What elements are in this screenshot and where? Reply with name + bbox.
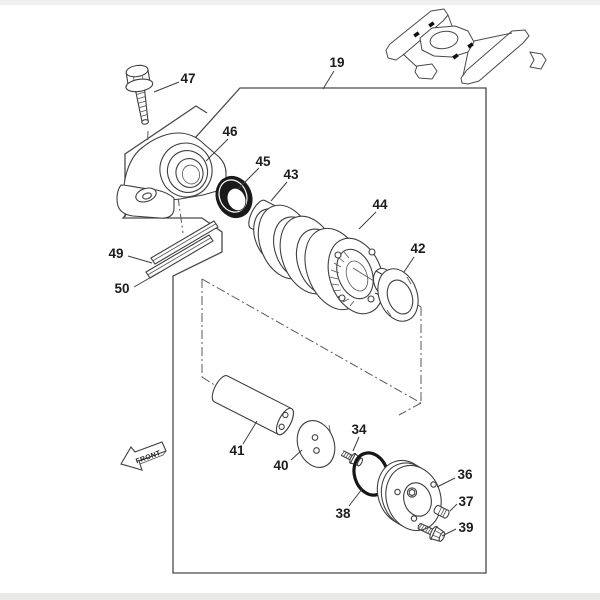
part-roller-shaft: [211, 375, 294, 436]
part-support-bracket: [116, 132, 227, 219]
machine-thumbnail: [385, 8, 547, 85]
part-cap-bolt: [417, 522, 446, 542]
callout-38: 38: [335, 506, 351, 521]
roller-face-holes: [334, 248, 376, 303]
callout-19: 19: [329, 55, 344, 70]
callout-41: 41: [229, 443, 245, 458]
front-direction-arrow: FRONT: [120, 441, 167, 471]
part-upper-shim: [150, 220, 219, 265]
part-lower-shim: [145, 234, 214, 279]
callout-50: 50: [114, 281, 129, 296]
callout-45: 45: [255, 154, 271, 169]
callout-43: 43: [283, 167, 299, 182]
part-small-bolt: [340, 450, 364, 467]
callout-40: 40: [273, 458, 288, 473]
part-end-cap: [376, 459, 442, 532]
leader-lines: [127, 70, 458, 537]
part-plug: [433, 504, 450, 519]
part-thrust-plate: [296, 420, 336, 468]
roller-position-markers: [413, 21, 474, 60]
cap-center-hex: [408, 488, 416, 497]
callout-49: 49: [108, 246, 123, 261]
callout-47: 47: [180, 71, 195, 86]
part-flange-bolt: [125, 64, 154, 125]
callout-46: 46: [222, 124, 238, 139]
part-track-roller: [253, 204, 385, 315]
callout-37: 37: [458, 494, 473, 509]
callout-44: 44: [372, 197, 388, 212]
scan-edge-bottom: [0, 593, 600, 600]
callout-36: 36: [457, 467, 473, 482]
scan-edge-top: [0, 0, 600, 5]
callout-34: 34: [351, 422, 367, 437]
part-collar: [372, 267, 419, 322]
callout-labels: 19 47 46 45 43 44 42 49 50 41 40 34 38 3…: [108, 55, 473, 535]
part-seal-ring: [215, 175, 253, 219]
callout-42: 42: [410, 241, 425, 256]
callout-39: 39: [458, 520, 473, 535]
